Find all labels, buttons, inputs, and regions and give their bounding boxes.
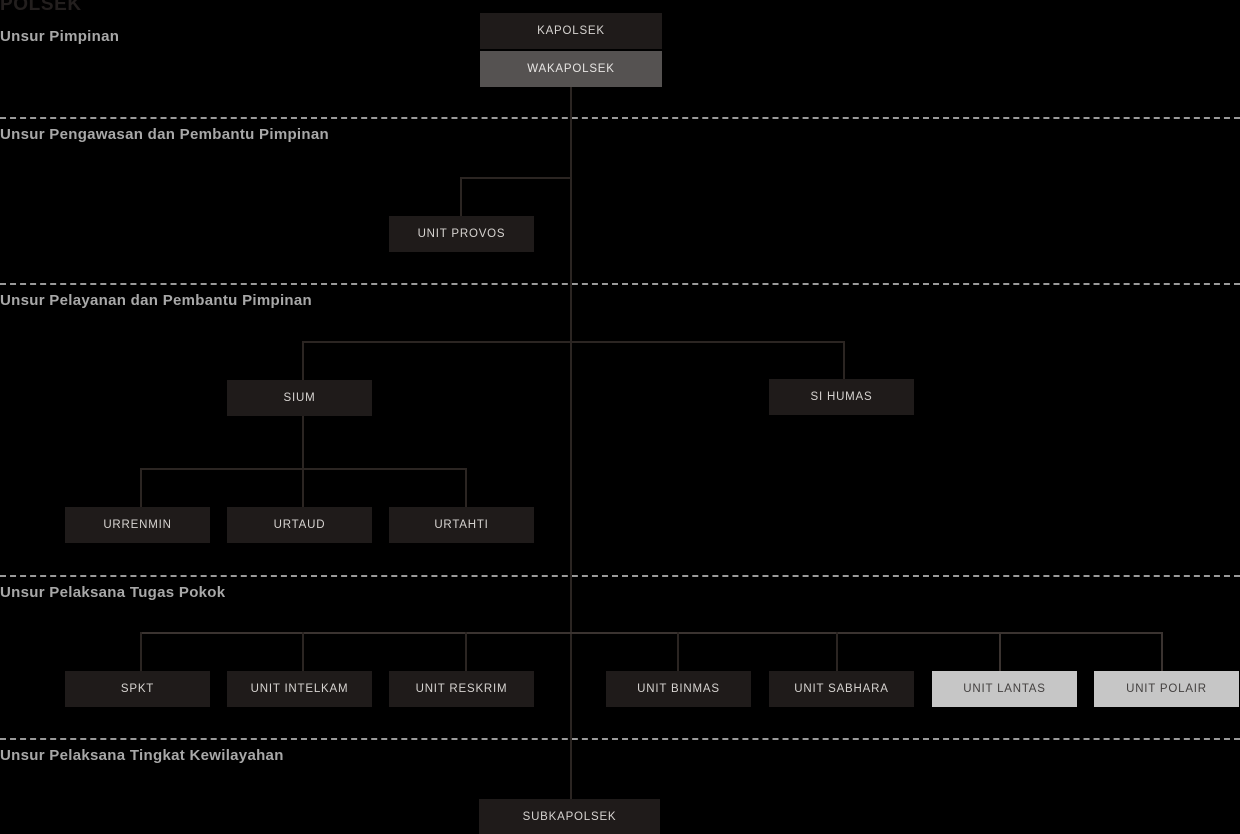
node-unit-reskrim[interactable]: UNIT RESKRIM <box>389 671 534 707</box>
node-unit-sabhara[interactable]: UNIT SABHARA <box>769 671 914 707</box>
node-urrenmin[interactable]: URRENMIN <box>65 507 210 543</box>
connector-provos-horizontal <box>460 177 572 179</box>
node-sium[interactable]: SIUM <box>227 380 372 416</box>
node-kapolsek[interactable]: KAPOLSEK <box>480 13 662 49</box>
connector-main-spine <box>570 86 572 800</box>
node-subkapolsek[interactable]: SUBKAPOLSEK <box>479 799 660 834</box>
section-divider-1 <box>0 117 1240 119</box>
section-label-unsur-pelayanan: Unsur Pelayanan dan Pembantu Pimpinan <box>0 292 313 309</box>
connector-unit-binmas-drop <box>677 632 679 671</box>
connector-sium-drop <box>302 341 304 380</box>
node-unit-binmas[interactable]: UNIT BINMAS <box>606 671 751 707</box>
connector-provos-drop <box>460 177 462 216</box>
connector-sium-to-sub-bus <box>302 416 304 469</box>
node-urtaud[interactable]: URTAUD <box>227 507 372 543</box>
node-unit-provos[interactable]: UNIT PROVOS <box>389 216 534 252</box>
node-unit-lantas[interactable]: UNIT LANTAS <box>932 671 1077 707</box>
section-divider-3 <box>0 575 1240 577</box>
connector-spkt-drop <box>140 632 142 671</box>
node-spkt[interactable]: SPKT <box>65 671 210 707</box>
section-label-unsur-pimpinan: Unsur Pimpinan <box>0 28 120 45</box>
connector-unit-reskrim-drop <box>465 632 467 671</box>
connector-pelayanan-bus <box>302 341 845 343</box>
connector-urtaud-drop <box>302 468 304 507</box>
section-label-unsur-pelaksana-tugas-pokok: Unsur Pelaksana Tugas Pokok <box>0 584 226 601</box>
node-unit-polair[interactable]: UNIT POLAIR <box>1094 671 1239 707</box>
node-wakapolsek[interactable]: WAKAPOLSEK <box>480 51 662 87</box>
connector-unit-polair-drop <box>1161 632 1163 671</box>
node-urtahti[interactable]: URTAHTI <box>389 507 534 543</box>
connector-pelaksana-bus <box>140 632 1163 634</box>
connector-unit-lantas-drop <box>999 632 1001 671</box>
section-label-unsur-pengawasan: Unsur Pengawasan dan Pembantu Pimpinan <box>0 126 329 143</box>
section-label-unsur-pelaksana-kewilayahan: Unsur Pelaksana Tingkat Kewilayahan <box>0 747 284 764</box>
page-title: POLSEK <box>0 0 82 15</box>
section-divider-4 <box>0 738 1240 740</box>
section-divider-2 <box>0 283 1240 285</box>
node-unit-intelkam[interactable]: UNIT INTELKAM <box>227 671 372 707</box>
node-si-humas[interactable]: SI HUMAS <box>769 379 914 415</box>
connector-sihumas-drop <box>843 341 845 380</box>
connector-unit-sabhara-drop <box>836 632 838 671</box>
connector-urtahti-drop <box>465 468 467 507</box>
connector-urrenmin-drop <box>140 468 142 507</box>
connector-unit-intelkam-drop <box>302 632 304 671</box>
